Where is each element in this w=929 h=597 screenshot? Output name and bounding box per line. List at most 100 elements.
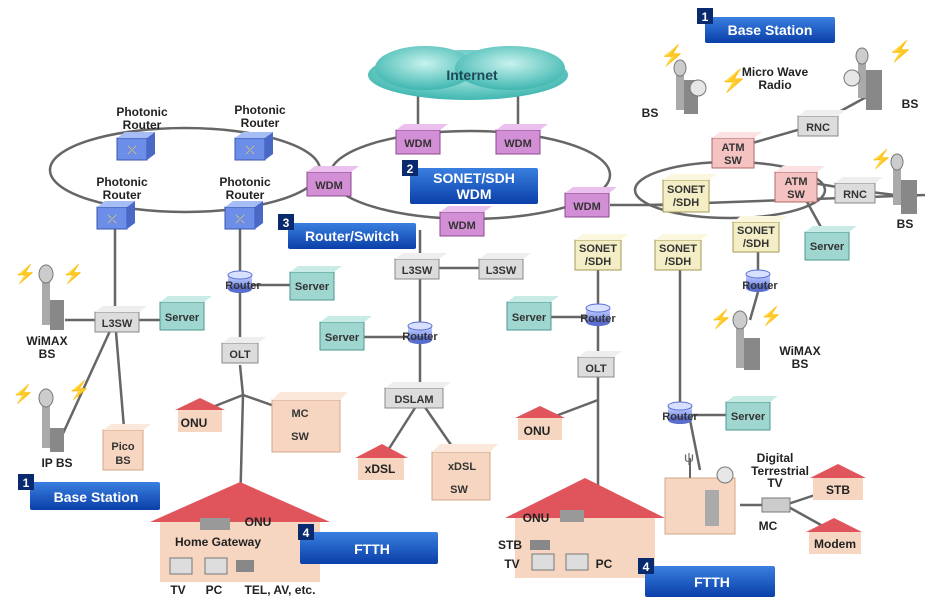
svg-text:BS: BS	[115, 455, 130, 467]
photonic-router-2[interactable]: ⤫ Photonic Router	[234, 103, 286, 161]
l3sw-1[interactable]: L3SW	[94, 306, 147, 333]
cross-arrows-icon: ⤫	[127, 143, 137, 157]
wimax-bs-left[interactable]: ⚡ ⚡ WiMAX BS	[14, 263, 84, 361]
mc-sw-box[interactable]: MC SW	[271, 392, 348, 453]
svg-text:RNC: RNC	[843, 189, 867, 201]
digital-tv-house[interactable]: ψ Digital Terrestrial TV MC	[664, 449, 809, 535]
wimax-bs-right[interactable]: ⚡ ⚡ WiMAX BS	[710, 305, 821, 371]
onu-house-1[interactable]: ONU	[175, 398, 225, 432]
svg-text:SONET: SONET	[659, 243, 697, 255]
antenna-icon: ψ	[684, 449, 694, 465]
modem-house[interactable]: Modem	[806, 518, 862, 554]
svg-text:SW: SW	[450, 484, 468, 496]
sonet-box-2[interactable]: SONET /SDH	[574, 234, 629, 271]
xdsl-house-1[interactable]: xDSL	[355, 444, 408, 480]
l3sw-2[interactable]: L3SW	[394, 253, 447, 280]
internet-label: Internet	[446, 67, 498, 83]
bs-microwave-right[interactable]: ⚡ BS	[843, 39, 918, 111]
svg-text:4: 4	[643, 560, 650, 574]
svg-text:1: 1	[702, 10, 709, 24]
svg-text:ONU: ONU	[181, 416, 208, 430]
server-4[interactable]: Server	[506, 296, 559, 331]
router-4[interactable]: Router	[742, 269, 778, 292]
svg-text:Server: Server	[810, 241, 845, 253]
sonet-box-4[interactable]: SONET /SDH	[732, 216, 787, 253]
olt-2[interactable]: OLT	[577, 351, 622, 378]
svg-text:TV: TV	[767, 476, 782, 490]
wdm-box-5[interactable]: WDM	[564, 187, 617, 218]
wdm-box-1[interactable]: WDM	[395, 124, 448, 155]
wdm-box-3[interactable]: WDM	[306, 166, 359, 197]
svg-text:SONET/SDH: SONET/SDH	[433, 170, 515, 186]
svg-text:SONET: SONET	[737, 225, 775, 237]
internet-cloud: Internet	[368, 46, 568, 100]
server-2[interactable]: Server	[289, 266, 342, 301]
sonet-box-3[interactable]: SONET /SDH	[654, 234, 709, 271]
svg-text:BS: BS	[792, 357, 809, 371]
svg-text:PC: PC	[596, 557, 613, 571]
ftth-home-right[interactable]: ONU STB TV PC	[498, 478, 665, 578]
svg-text:/SDH: /SDH	[673, 197, 699, 209]
svg-text:/SDH: /SDH	[743, 238, 769, 250]
onu-house-2[interactable]: ONU	[515, 406, 565, 440]
rnc-1[interactable]: RNC	[797, 110, 846, 137]
olt-1[interactable]: OLT	[221, 337, 266, 364]
microwave-radio: ⚡ Micro Wave Radio	[720, 65, 808, 94]
server-3[interactable]: Server	[319, 316, 372, 351]
svg-text:WDM: WDM	[504, 138, 532, 150]
cross-arrows-icon: ⤫	[235, 212, 245, 226]
bs-microwave-left[interactable]: ⚡ BS	[642, 43, 707, 120]
ip-bs[interactable]: ⚡ ⚡ IP BS	[12, 379, 90, 470]
photonic-router-3[interactable]: ⤫ Photonic Router	[96, 175, 148, 230]
server-6[interactable]: Server	[725, 396, 778, 431]
l3sw-3[interactable]: L3SW	[478, 253, 531, 280]
lightning-icon: ⚡	[12, 383, 34, 405]
svg-text:SW: SW	[291, 431, 309, 443]
svg-text:Router: Router	[580, 313, 616, 325]
lightning-icon: ⚡	[870, 148, 892, 170]
svg-text:Router: Router	[103, 188, 142, 202]
xdsl-sw-box[interactable]: xDSL SW	[431, 444, 498, 501]
wdm-box-2[interactable]: WDM	[495, 124, 548, 155]
router-1[interactable]: Router	[225, 270, 261, 293]
lightning-icon: ⚡	[68, 379, 90, 401]
server-1[interactable]: Server	[159, 296, 212, 331]
svg-text:RNC: RNC	[806, 122, 830, 134]
svg-text:FTTH: FTTH	[354, 541, 390, 557]
svg-text:WDM: WDM	[404, 138, 432, 150]
svg-text:Router: Router	[225, 280, 261, 292]
router-3[interactable]: Router	[580, 303, 616, 326]
ftth-home-left[interactable]: ONU Home Gateway TV PC TEL, AV, etc.	[150, 482, 330, 597]
bs-right[interactable]: ⚡ BS	[870, 148, 917, 231]
banner-ftth-left: 4 FTTH	[298, 524, 438, 564]
server-5[interactable]: Server	[804, 226, 857, 261]
wdm-box-4[interactable]: WDM	[439, 206, 492, 237]
lightning-icon: ⚡	[888, 39, 913, 63]
svg-text:OLT: OLT	[229, 349, 250, 361]
svg-text:Photonic: Photonic	[96, 175, 148, 189]
stb-house[interactable]: STB	[810, 464, 866, 500]
atm-switch-2[interactable]: ATM SW	[774, 166, 825, 203]
svg-text:Modem: Modem	[814, 537, 856, 551]
cross-arrows-icon: ⤫	[245, 143, 255, 157]
svg-text:ATM: ATM	[784, 176, 807, 188]
svg-text:Router: Router	[742, 280, 778, 292]
svg-text:BS: BS	[642, 106, 659, 120]
sonet-box-1[interactable]: SONET /SDH	[662, 174, 717, 213]
dslam[interactable]: DSLAM	[384, 382, 451, 409]
svg-text:SONET: SONET	[667, 184, 705, 196]
svg-text:BS: BS	[897, 217, 914, 231]
svg-text:STB: STB	[498, 538, 522, 552]
photonic-router-1[interactable]: ⤫ Photonic Router	[116, 105, 168, 161]
svg-text:SW: SW	[787, 189, 805, 201]
photonic-router-4[interactable]: ⤫ Photonic Router	[219, 175, 271, 230]
atm-switch-1[interactable]: ATM SW	[711, 132, 762, 169]
rnc-2[interactable]: RNC	[834, 177, 883, 204]
router-2[interactable]: Router	[402, 321, 438, 344]
router-5[interactable]: Router	[662, 401, 698, 424]
svg-text:TV: TV	[504, 557, 519, 571]
svg-text:Photonic: Photonic	[219, 175, 271, 189]
svg-text:Router: Router	[402, 331, 438, 343]
pico-bs[interactable]: Pico BS	[102, 424, 151, 471]
